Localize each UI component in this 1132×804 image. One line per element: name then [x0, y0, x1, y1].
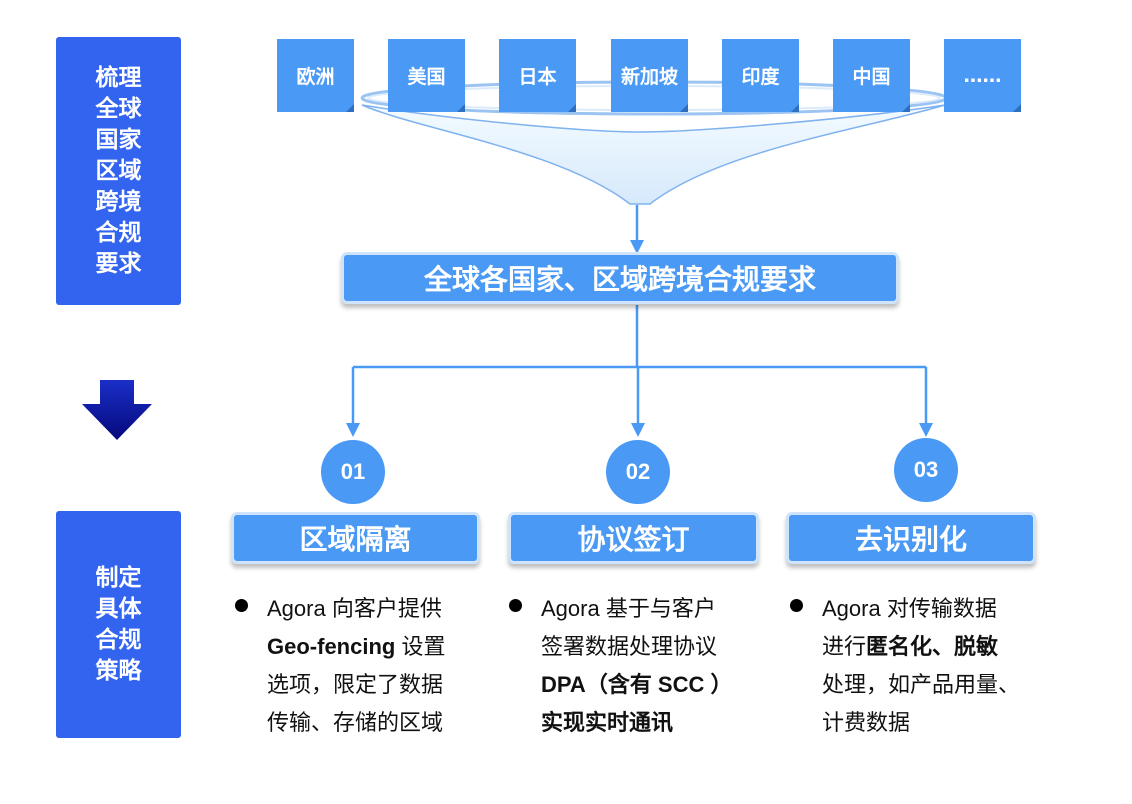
emphasis-text: Geo-fencing — [267, 634, 396, 659]
review-line: 合规 — [95, 219, 142, 246]
arrowhead — [919, 423, 933, 437]
summary-title: 全球各国家、区域跨境合规要求 — [423, 263, 816, 296]
arrowhead — [631, 423, 645, 437]
description-line: 签署数据处理协议 — [541, 628, 733, 666]
strategy-title-box: 区域隔离 — [231, 512, 480, 564]
description-line: 传输、存储的区域 — [267, 704, 445, 742]
text: 计费数据 — [822, 710, 911, 735]
step-box-define-strategy: 制定具体合规策略 — [56, 511, 181, 738]
step-number-badge: 03 — [894, 438, 958, 502]
text: 选项，限定了数据 — [267, 672, 444, 697]
description-line: 进行匿名化、脱敏 — [822, 628, 1020, 666]
emphasis-text: 匿名化、脱敏 — [866, 634, 999, 659]
strategy-line: 具体 — [95, 595, 142, 622]
step-label-strategy: 制定具体合规策略 — [89, 563, 149, 687]
region-box: 欧洲 — [277, 39, 354, 112]
step-number-badge: 01 — [321, 440, 385, 504]
review-line: 跨境 — [95, 188, 142, 215]
region-label: …… — [963, 64, 1002, 87]
region-label: 日本 — [518, 66, 557, 88]
description-line: Agora 对传输数据 — [822, 590, 1020, 628]
page-fold-icon — [680, 104, 688, 112]
bullet-icon — [790, 599, 803, 612]
text: 传输、存储的区域 — [267, 710, 444, 735]
page-fold-icon — [1013, 104, 1021, 112]
text: Agora 基于与客户 — [541, 596, 716, 621]
strategy-title: 协议签订 — [577, 523, 690, 556]
region-label: 新加坡 — [620, 66, 678, 88]
review-line: 全球 — [95, 95, 142, 122]
emphasis-text: 实现实时通讯 — [541, 710, 674, 735]
region-box: 中国 — [833, 39, 910, 112]
strategy-title-box: 去识别化 — [786, 512, 1036, 564]
description-line: 计费数据 — [822, 704, 1020, 742]
description-line: 实现实时通讯 — [541, 704, 733, 742]
strategy-description: Agora 基于与客户签署数据处理协议 DPA（含有 SCC ） 实现实时通讯 — [509, 590, 733, 742]
arrowhead — [346, 423, 360, 437]
page-fold-icon — [902, 104, 910, 112]
page-fold-icon — [346, 104, 354, 112]
description-line: 选项，限定了数据 — [267, 666, 445, 704]
description-line: Agora 向客户提供 — [267, 590, 445, 628]
text: Agora 对传输数据 — [822, 596, 997, 621]
text: 设置 — [395, 634, 446, 659]
arrowhead — [630, 240, 644, 254]
description-line: Geo-fencing 设置 — [267, 628, 445, 666]
text: 进行 — [822, 634, 867, 659]
step-label-review: 梳理全球国家区域跨境合规要求 — [89, 63, 149, 280]
step-number-badge: 02 — [606, 440, 670, 504]
strategy-line: 策略 — [95, 657, 142, 684]
text: Agora 向客户提供 — [267, 596, 442, 621]
review-line: 要求 — [95, 250, 142, 277]
region-box: …… — [944, 39, 1021, 112]
region-box: 印度 — [722, 39, 799, 112]
review-line: 梳理 — [95, 64, 142, 91]
emphasis-text: DPA（含有 SCC ） — [541, 672, 733, 697]
strategy-description: Agora 向客户提供 Geo-fencing 设置选项，限定了数据传输、存储的区… — [235, 590, 445, 742]
description-line: DPA（含有 SCC ） — [541, 666, 733, 704]
strategy-title: 去识别化 — [854, 523, 967, 556]
region-label: 印度 — [741, 66, 780, 88]
region-label: 中国 — [852, 66, 891, 88]
bullet-icon — [509, 599, 522, 612]
text: 签署数据处理协议 — [541, 634, 718, 659]
review-line: 区域 — [95, 157, 142, 184]
page-fold-icon — [568, 104, 576, 112]
summary-title-box: 全球各国家、区域跨境合规要求 — [341, 252, 899, 304]
down-arrow-icon — [82, 380, 152, 440]
description-line: 处理，如产品用量、 — [822, 666, 1020, 704]
region-box: 美国 — [388, 39, 465, 112]
strategy-title-box: 协议签订 — [508, 512, 759, 564]
step-box-review-requirements: 梳理全球国家区域跨境合规要求 — [56, 37, 181, 305]
text: 处理，如产品用量、 — [822, 672, 1021, 697]
strategy-title: 区域隔离 — [299, 523, 412, 556]
region-label: 美国 — [407, 66, 446, 88]
region-box: 新加坡 — [611, 39, 688, 112]
description-line: Agora 基于与客户 — [541, 590, 733, 628]
strategy-line: 制定 — [95, 564, 142, 591]
strategy-description: Agora 对传输数据进行匿名化、脱敏处理，如产品用量、计费数据 — [790, 590, 1020, 742]
bullet-icon — [235, 599, 248, 612]
region-box: 日本 — [499, 39, 576, 112]
review-line: 国家 — [95, 126, 142, 153]
strategy-line: 合规 — [95, 626, 142, 653]
page-fold-icon — [457, 104, 465, 112]
region-label: 欧洲 — [296, 66, 335, 88]
page-fold-icon — [791, 104, 799, 112]
